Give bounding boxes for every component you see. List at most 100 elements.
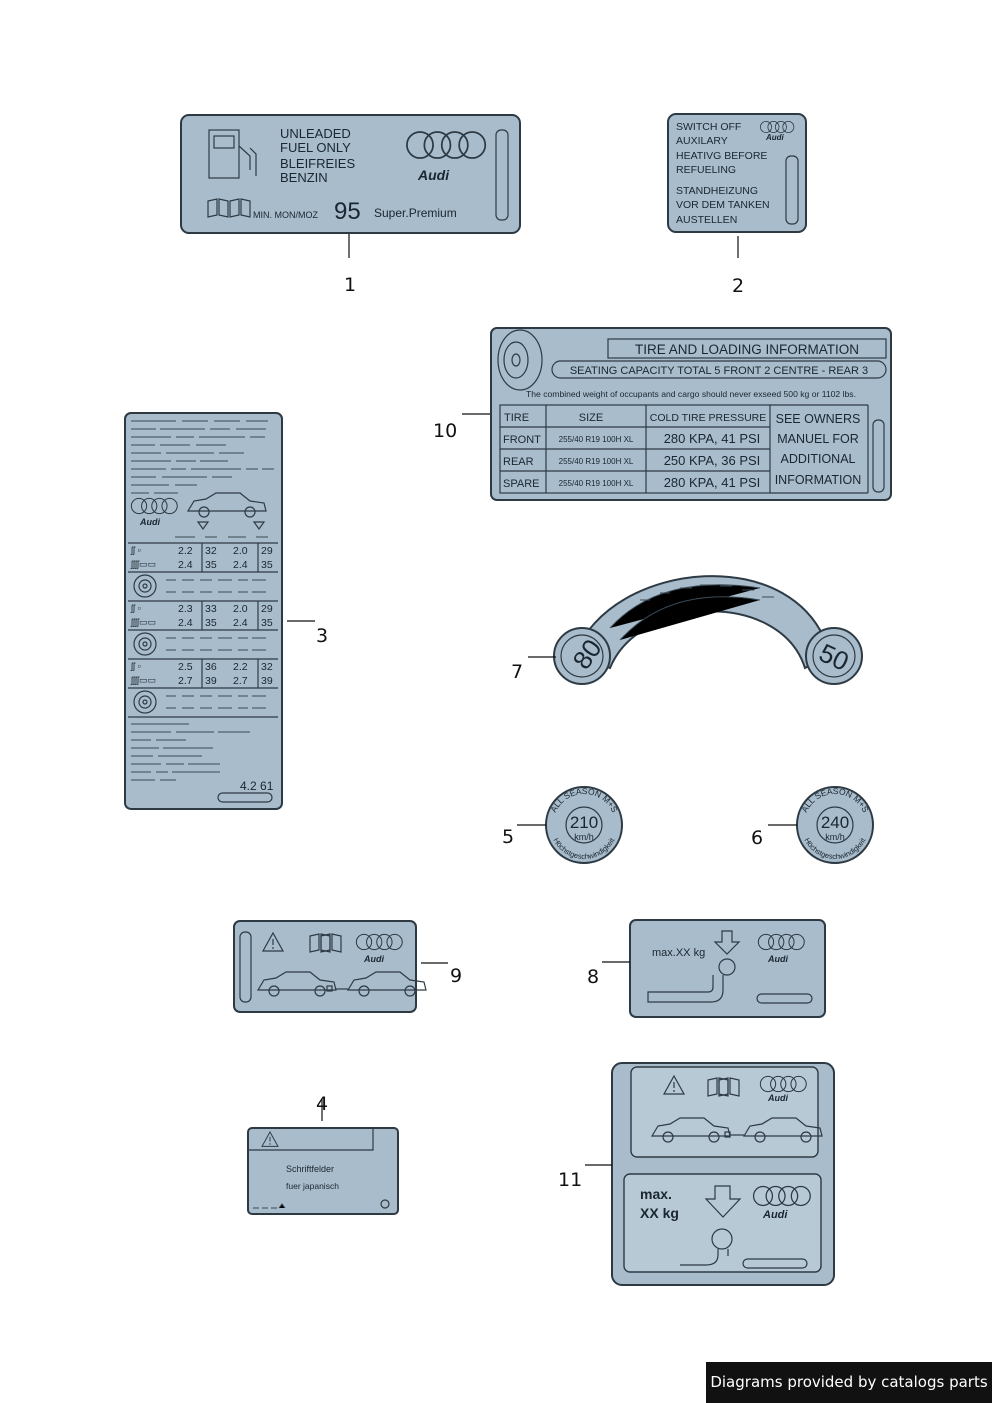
label-8-load-sticker: max.XX kg Audi (629, 919, 826, 1018)
pressure-cell: 2.4 (178, 559, 193, 571)
audi-wordmark: Audi (767, 1093, 788, 1103)
row-pressure: 280 KPA, 41 PSI (664, 431, 761, 446)
pressure-cell: 2.5 (178, 661, 193, 673)
table-row: ʃʃʃʃ▭▭ 2.7 39 2.7 39 (130, 675, 273, 687)
row-size: 255/40 R19 100H XL (559, 435, 634, 444)
heater-de-1: STANDHEIZUNG (676, 185, 758, 197)
min-mon-label: MIN. MON/MOZ (253, 210, 318, 220)
table-row: ʃʃ ▫ 2.2 32 2.0 29 (130, 545, 273, 557)
audi-wordmark: Audi (363, 954, 384, 964)
row-size: 255/40 R19 100H XL (559, 457, 634, 466)
max-speed-value: 240 (821, 813, 849, 832)
pressure-cell: 2.2 (178, 545, 193, 557)
svg-text:ʃʃʃʃ▭▭: ʃʃʃʃ▭▭ (130, 617, 156, 627)
row-tire: SPARE (503, 478, 539, 490)
pressure-cell: 2.7 (178, 675, 193, 687)
audi-wordmark: Audi (767, 954, 788, 964)
svg-text:ʃʃ ▫: ʃʃ ▫ (130, 661, 141, 671)
max-speed-value: 210 (570, 813, 598, 832)
pressure-table: ʃʃ ▫ 2.2 32 2.0 29 ʃʃʃʃ▭▭ 2.4 35 2.4 35 … (128, 542, 278, 718)
table-row: ʃʃ ▫ 2.5 36 2.2 32 (130, 661, 273, 673)
table-row: SPARE 255/40 R19 100H XL 280 KPA, 41 PSI (503, 475, 760, 490)
tire-table: TIRE SIZE COLD TIRE PRESSURE FRONT 255/4… (499, 404, 771, 494)
audi-wordmark: Audi (765, 133, 785, 142)
callout-6: 6 (751, 827, 763, 849)
row-tire: REAR (503, 456, 534, 468)
label-4-japanese-placeholder: Schriftfelder fuer japanisch (247, 1127, 399, 1215)
pressure-cell: 35 (261, 559, 273, 571)
audi-wordmark: Audi (417, 167, 450, 183)
pressure-cell: 2.3 (178, 603, 193, 615)
tire-icon (133, 690, 157, 714)
credit-banner: Diagrams provided by catalogs parts (706, 1362, 992, 1403)
pressure-cell: 2.0 (233, 603, 248, 615)
placeholder-line-1: Schriftfelder (286, 1164, 334, 1174)
heater-en-4: REFUELING (676, 164, 736, 176)
max-load-line-1: max. (640, 1186, 672, 1202)
pressure-cell: 32 (261, 661, 273, 673)
owners-note-1: SEE OWNERS (776, 412, 861, 426)
pressure-cell: 35 (261, 617, 273, 629)
owners-note-4: INFORMATION (775, 473, 862, 487)
audi-wordmark: Audi (762, 1209, 788, 1221)
pressure-cell: 35 (205, 617, 217, 629)
callout-1: 1 (344, 274, 356, 296)
audi-wordmark: Audi (139, 517, 160, 527)
label-7-arc-sticker: 80 50 (553, 575, 863, 685)
heater-de-2: VOR DEM TANKEN (676, 199, 770, 211)
svg-text:ʃʃʃʃ▭▭: ʃʃʃʃ▭▭ (130, 675, 156, 685)
heater-de-3: AUSTELLEN (676, 214, 737, 226)
table-row: FRONT 255/40 R19 100H XL 280 KPA, 41 PSI (503, 431, 760, 446)
label-5-speed-sticker: ALL SEASON M+S Höchstgeschwindigkeit 210… (545, 786, 623, 864)
speed-unit: km/h (825, 832, 845, 842)
label-9-towing-sticker: Audi (233, 920, 427, 1013)
label-3-tire-pressure-plate: Audi ʃʃ ▫ 2.2 32 2.0 29 ʃʃʃʃ▭▭ 2.4 35 (124, 412, 283, 810)
pressure-cell: 2.4 (233, 617, 248, 629)
table-header-tire: TIRE (504, 412, 529, 424)
pressure-cell: 2.4 (233, 559, 248, 571)
car-towing-icon (257, 971, 427, 997)
label-6-speed-sticker: ALL SEASON M+S Höchstgeschwindigkeit 240… (796, 786, 874, 864)
owners-note-2: MANUEL FOR (777, 432, 859, 446)
tire-icon (133, 632, 157, 656)
pressure-cell: 39 (205, 675, 217, 687)
label-strip (495, 129, 509, 221)
plate-reference: 4.2 61 (240, 779, 274, 793)
svg-text:ʃʃ ▫: ʃʃ ▫ (130, 545, 141, 555)
row-pressure: 250 KPA, 36 PSI (664, 453, 761, 468)
table-row: REAR 255/40 R19 100H XL 250 KPA, 36 PSI (503, 453, 760, 468)
weight-note: The combined weight of occupants and car… (526, 389, 856, 399)
callout-11: 11 (558, 1169, 582, 1191)
placeholder-text-lines (131, 420, 274, 494)
pressure-cell: 2.4 (178, 617, 193, 629)
seating-capacity: SEATING CAPACITY TOTAL 5 FRONT 2 CENTRE … (570, 365, 868, 377)
tow-hook-icon (680, 1228, 733, 1266)
table-row: ʃʃ ▫ 2.3 33 2.0 29 (130, 603, 273, 615)
pressure-cell: 32 (205, 545, 217, 557)
heater-en-3: HEATIVG BEFORE (676, 150, 767, 162)
callout-10: 10 (433, 420, 457, 442)
label-strip (872, 419, 885, 493)
label-1-fuel-sticker: UNLEADED FUEL ONLY BLEIFREIES BENZIN Aud… (180, 114, 521, 234)
fuel-grade: Super.Premium (374, 206, 457, 220)
pressure-cell: 39 (261, 675, 273, 687)
label-strip (239, 931, 252, 1003)
heater-en-1: SWITCH OFF (676, 121, 741, 133)
pressure-cell: 33 (205, 603, 217, 615)
pressure-cell: 35 (205, 559, 217, 571)
callout-9: 9 (450, 965, 462, 987)
tire-icon (133, 574, 157, 598)
callout-5: 5 (502, 826, 514, 848)
svg-text:ʃʃʃʃ▭▭: ʃʃʃʃ▭▭ (130, 559, 156, 569)
fuel-text-1: UNLEADED (280, 126, 351, 141)
down-arrow-icon (713, 930, 741, 955)
fuel-text-3: BLEIFREIES (280, 156, 355, 171)
pressure-cell: 2.7 (233, 675, 248, 687)
speed-unit: km/h (574, 832, 594, 842)
pressure-cell: 29 (261, 545, 273, 557)
callout-2: 2 (732, 275, 744, 297)
fuel-pump-icon (208, 129, 257, 179)
pressure-cell: 36 (205, 661, 217, 673)
row-pressure: 280 KPA, 41 PSI (664, 475, 761, 490)
